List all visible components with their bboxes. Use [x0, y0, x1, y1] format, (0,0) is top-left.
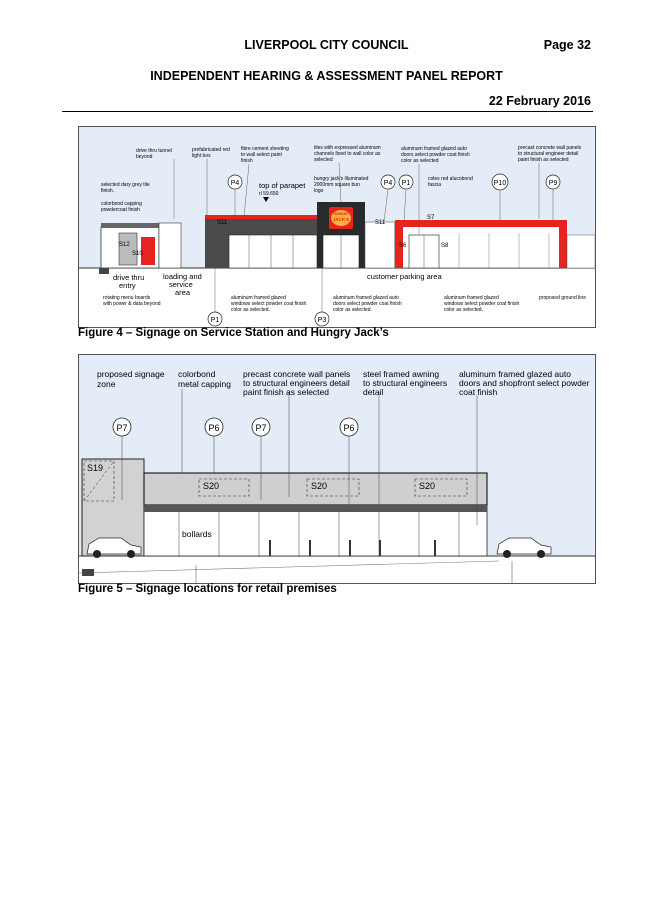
red-band-left: [205, 215, 317, 219]
p1-tag-b: P1: [207, 311, 223, 327]
s19-code: S19: [87, 463, 103, 473]
label-red-light-box: prefabricated red light box: [192, 147, 231, 159]
p7-tag-b: P7: [251, 417, 271, 437]
label-glazed-doors-top: aluminum framed glazed auto doors select…: [401, 146, 471, 164]
steel-awning: [144, 505, 487, 512]
label-signage-zone: proposed signage zone: [97, 369, 167, 389]
menu-board: [118, 232, 138, 266]
label-drive-thru-entry: drive thru entry: [113, 273, 146, 290]
p4-tag-a: P4: [227, 174, 243, 190]
page-number: Page 32: [543, 38, 591, 52]
p6-tag-a: P6: [204, 417, 224, 437]
p7-tag-a: P7: [112, 417, 132, 437]
s10-code: S10: [132, 251, 143, 257]
parapet-marker-icon: [263, 197, 269, 202]
figure-5-caption: Figure 5 – Signage locations for retail …: [78, 583, 337, 595]
s20-code-c: S20: [419, 481, 435, 491]
p9-tag: P9: [545, 174, 561, 190]
label-precast: precast concrete wall panels to structur…: [243, 369, 353, 397]
s12-code: S12: [119, 242, 130, 248]
p7-tag-b-text: P7: [255, 423, 266, 433]
bollard-posts: [269, 540, 436, 556]
station-glazing: [228, 234, 318, 269]
p10-tag-text: P10: [494, 180, 507, 187]
p4-tag-b-text: P4: [384, 180, 393, 187]
s20-zone-c: [414, 478, 468, 497]
p4-tag-a-text: P4: [231, 180, 240, 187]
colorbond-capping-band: [143, 472, 488, 506]
p10-tag: P10: [491, 173, 509, 191]
figure-4-svg: HUNGRY JACK'S P4 P4 P1 P10 P9 P1 P3 S11 …: [79, 127, 596, 327]
leader-lines: [173, 159, 554, 312]
s19-zone: [83, 460, 115, 502]
car-left-icon: [86, 537, 142, 558]
s20-zone-b: [306, 478, 360, 497]
s11-code-a: S11: [217, 220, 228, 226]
label-hj-logo: hungry jack’s illuminated 2000mm square …: [314, 176, 370, 194]
red-light-box: [141, 237, 155, 265]
label-fibre-cement: fibre cement sheeting to wall select pai…: [241, 146, 290, 164]
label-tiles: tiles with expressed aluminum channels f…: [314, 145, 382, 163]
leader-lines: [121, 389, 513, 583]
p6-tag-a-text: P6: [208, 423, 219, 433]
s20-code-b: S20: [311, 481, 327, 491]
s20-code-a: S20: [203, 481, 219, 491]
label-colorbond: colorbond metal capping: [178, 369, 231, 389]
kerb-line: [78, 560, 500, 574]
tunnel-base: [99, 268, 109, 274]
s7-code: S7: [427, 215, 435, 221]
figure-5-elevation: P7 P6 P7 P6 S19 S20 S20 S20 proposed sig…: [78, 354, 596, 584]
side-wall: [158, 222, 182, 269]
report-title: INDEPENDENT HEARING & ASSESSMENT PANEL R…: [150, 69, 503, 83]
council-name: LIVERPOOL CITY COUNCIL: [244, 38, 409, 52]
figure-4-caption: Figure 4 – Signage on Service Station an…: [78, 327, 389, 339]
p3-tag: P3: [314, 311, 330, 327]
label-ground-line: proposed ground line: [539, 295, 586, 301]
p9-tag-text: P9: [549, 180, 558, 187]
label-coles-fascia: coles red alucobond fascia: [428, 176, 474, 188]
p7-tag-a-text: P7: [116, 423, 127, 433]
logo-text-top: HUNGRY: [333, 212, 349, 216]
label-rl: rl 59.650: [259, 191, 279, 197]
coles-red-fascia: [395, 220, 565, 227]
figure-5-svg: P7 P6 P7 P6 S19 S20 S20 S20 proposed sig…: [78, 355, 595, 583]
label-tile-finish: selected dary grey tile finish.: [101, 182, 151, 194]
header-rule: [62, 111, 593, 112]
label-customer-parking: customer parking area: [367, 272, 442, 281]
label-awning: steel framed awning to structural engine…: [363, 369, 449, 397]
right-wall: [566, 234, 596, 269]
p1-tag-b-text: P1: [211, 317, 220, 324]
coles-red-pier-left: [395, 220, 403, 268]
report-date: 22 February 2016: [488, 94, 591, 108]
p1-tag-a: P1: [398, 174, 414, 190]
p1-tag-a-text: P1: [402, 180, 411, 187]
wall-base: [82, 569, 94, 576]
p6-tag-b: P6: [339, 417, 359, 437]
label-loading: loading and service area: [163, 272, 204, 297]
s6-code: S6: [399, 243, 407, 249]
car-right-icon: [496, 537, 552, 558]
label-top-parapet: top of parapet: [259, 181, 306, 190]
s20-zone-a: [198, 478, 250, 497]
figure-4-elevation: HUNGRY JACK'S P4 P4 P1 P10 P9 P1 P3 S11 …: [78, 126, 596, 328]
bun-logo-icon: [331, 210, 351, 226]
s8-code: S8: [441, 243, 449, 249]
p3-tag-text: P3: [318, 317, 327, 324]
label-drive-thru-tunnel: drive thru tunnel beyond: [136, 148, 173, 160]
label-glazed: aluminum framed glazed auto doors and sh…: [459, 369, 592, 397]
coles-red-pier-right: [559, 220, 567, 268]
tunnel-roof: [101, 223, 159, 228]
hj-side-wall: [364, 221, 396, 269]
label-bollards: bollards: [182, 529, 212, 539]
logo-text: JACK'S: [333, 217, 349, 222]
label-doors-bottom: aluminum framed glazed auto doors select…: [333, 295, 403, 313]
label-windows-1: aluminum framed glazed windows select po…: [231, 295, 308, 313]
label-windows-2: aluminum framed glazed windows select po…: [444, 295, 521, 313]
label-menu-boards: rotating menu boards with power & data b…: [103, 295, 161, 307]
label-colorbond: colorbond capping powdercoat finish: [101, 201, 143, 213]
p6-tag-b-text: P6: [343, 423, 354, 433]
p4-tag-b: P4: [380, 174, 396, 190]
label-precast-panels: precast concrete wall panels to structur…: [518, 145, 582, 163]
s11-code-b: S11: [375, 220, 386, 226]
